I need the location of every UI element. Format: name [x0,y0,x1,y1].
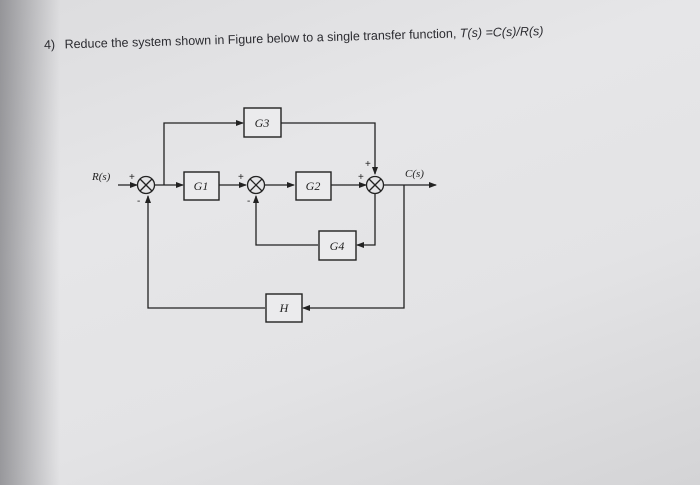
j1-minus-sign: - [137,196,140,207]
block-g3 [243,107,282,138]
g3-label: G3 [255,116,270,130]
block-h [265,293,303,323]
summing-junction-3 [365,175,385,195]
g1-label: G1 [194,179,209,193]
g4-label: G4 [330,239,345,253]
j2-plus-sign: + [238,172,244,183]
block-g2 [295,171,332,201]
g3-input-path [163,120,244,185]
j3-top-plus-sign: + [365,159,371,170]
photo-shadow [0,0,60,485]
summing-junction-1 [136,175,156,195]
output-label: C(s) [405,168,424,180]
block-g1 [183,171,220,201]
block-g4 [318,230,357,261]
g3-output-path [281,122,378,175]
summing-junction-2 [246,175,266,195]
g4-output-path [253,195,318,246]
g2-label: G2 [306,179,321,193]
h-output-path [145,195,265,309]
g4-input-path [356,185,376,248]
input-label: R(s) [91,171,111,183]
h-input-path [302,185,405,311]
j2-minus-sign: - [247,196,250,207]
h-label: H [279,301,290,315]
j1-plus-sign: + [129,172,135,183]
j3-plus-sign: + [358,172,364,183]
